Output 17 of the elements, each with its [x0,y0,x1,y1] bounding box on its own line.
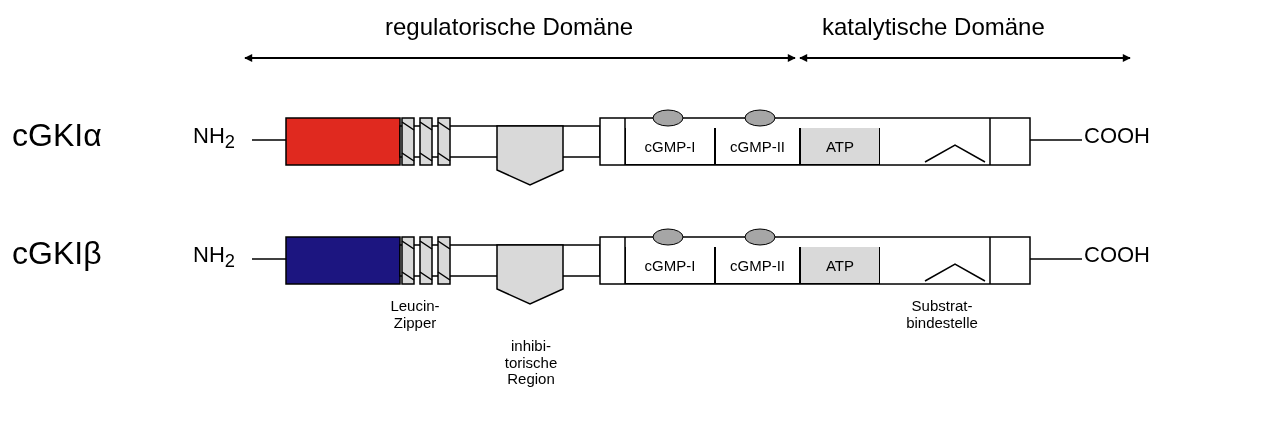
domain-box: cGMP-I [625,247,715,284]
domain-label: regulatorische Domäne [385,14,634,41]
terminus-label: COOH [1084,243,1150,268]
domain-box: ATP [800,247,880,284]
terminus-label: NH$_{2}$ [193,124,235,153]
domain-box: cGMP-II [715,128,800,165]
terminus-label: COOH [1084,124,1150,149]
region-label: Substrat-bindestelle [905,298,979,331]
domain-box: cGMP-I [625,128,715,165]
isoform-label: cGKIα [12,118,102,154]
domain-box: cGMP-II [715,247,800,284]
region-label: inhibi-torische Region [503,338,559,388]
domain-label: katalytische Domäne [822,14,1045,41]
isoform-label: cGKIβ [12,236,102,272]
domain-box: ATP [800,128,880,165]
terminus-label: NH$_{2}$ [193,243,235,272]
region-label: Leucin-Zipper [389,298,441,331]
